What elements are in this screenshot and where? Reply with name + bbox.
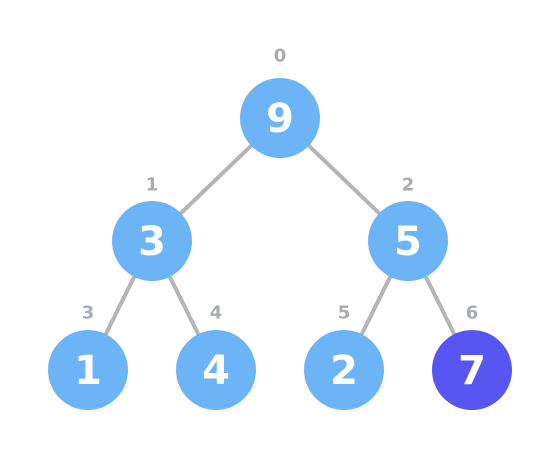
node-value: 2 [330, 348, 358, 394]
node-index-label: 6 [466, 303, 479, 324]
heap-node-0: 90 [240, 46, 320, 158]
node-circle [240, 78, 320, 158]
node-circle [48, 330, 128, 410]
heap-node-1: 31 [112, 175, 192, 281]
heap-node-5: 25 [304, 303, 384, 410]
node-value: 5 [394, 219, 422, 265]
heap-node-6: 76 [432, 303, 512, 410]
node-value: 3 [138, 219, 166, 265]
node-value: 1 [74, 348, 102, 394]
heap-node-2: 52 [368, 175, 448, 281]
node-index-label: 0 [274, 46, 287, 67]
node-value: 9 [266, 96, 294, 142]
node-index-label: 3 [82, 303, 95, 324]
node-value: 7 [458, 348, 486, 394]
node-index-label: 2 [402, 175, 415, 196]
node-circle [368, 201, 448, 281]
node-index-label: 5 [338, 303, 351, 324]
node-circle [304, 330, 384, 410]
node-circle [112, 201, 192, 281]
node-value: 4 [202, 348, 230, 394]
heap-node-3: 13 [48, 303, 128, 410]
heap-node-4: 44 [176, 303, 256, 410]
node-index-label: 4 [210, 303, 223, 324]
node-circle-highlighted [432, 330, 512, 410]
node-index-label: 1 [146, 175, 159, 196]
node-circle [176, 330, 256, 410]
